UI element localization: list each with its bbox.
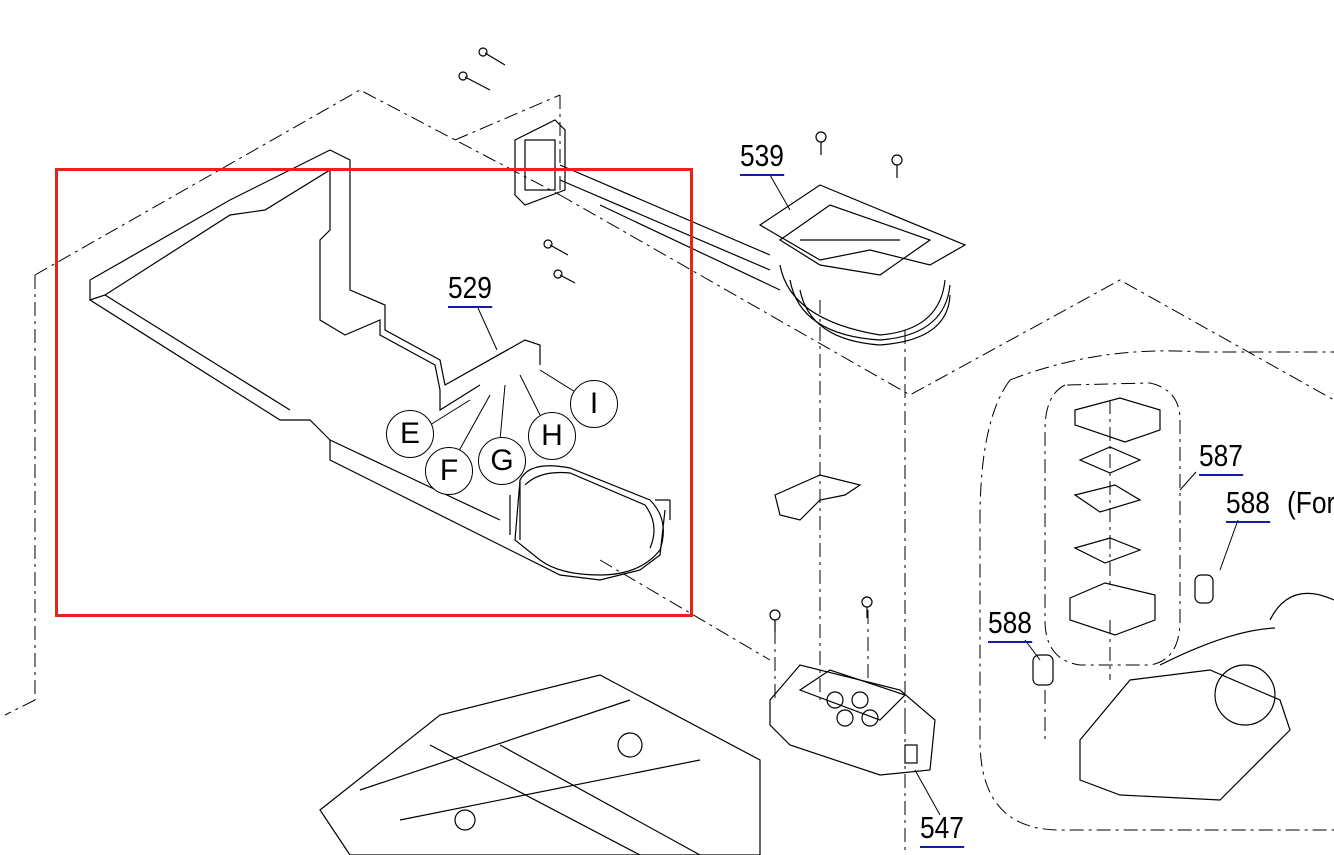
screws	[458, 47, 903, 632]
connector-board	[514, 119, 566, 206]
pump-unit	[1079, 592, 1334, 801]
connector-label-e: E	[386, 410, 434, 458]
springs-588	[1032, 574, 1214, 686]
connector-label-h: H	[528, 412, 576, 460]
bracket	[774, 474, 862, 521]
highlight-box	[55, 168, 693, 617]
leader-lines	[429, 174, 1239, 816]
part-587-link[interactable]: 587	[1199, 440, 1243, 476]
part-547-cap-assembly	[769, 664, 936, 776]
part-588-link-top[interactable]: 588	[1226, 487, 1270, 523]
part-539-holder	[758, 184, 967, 276]
connector-label-f: F	[425, 447, 473, 495]
connector-label-g: G	[478, 437, 526, 485]
part-588-link[interactable]: 588	[988, 607, 1032, 643]
part-588-note: (For	[1287, 485, 1334, 520]
part-529-link[interactable]: 529	[448, 272, 492, 308]
part-587-stack	[1069, 397, 1161, 636]
part-539-link[interactable]: 539	[740, 140, 784, 176]
ffc-cable-529	[89, 149, 671, 581]
connector-label-i: I	[570, 380, 618, 428]
carriage-mechanism	[319, 674, 761, 855]
part-547-link[interactable]: 547	[920, 812, 964, 848]
